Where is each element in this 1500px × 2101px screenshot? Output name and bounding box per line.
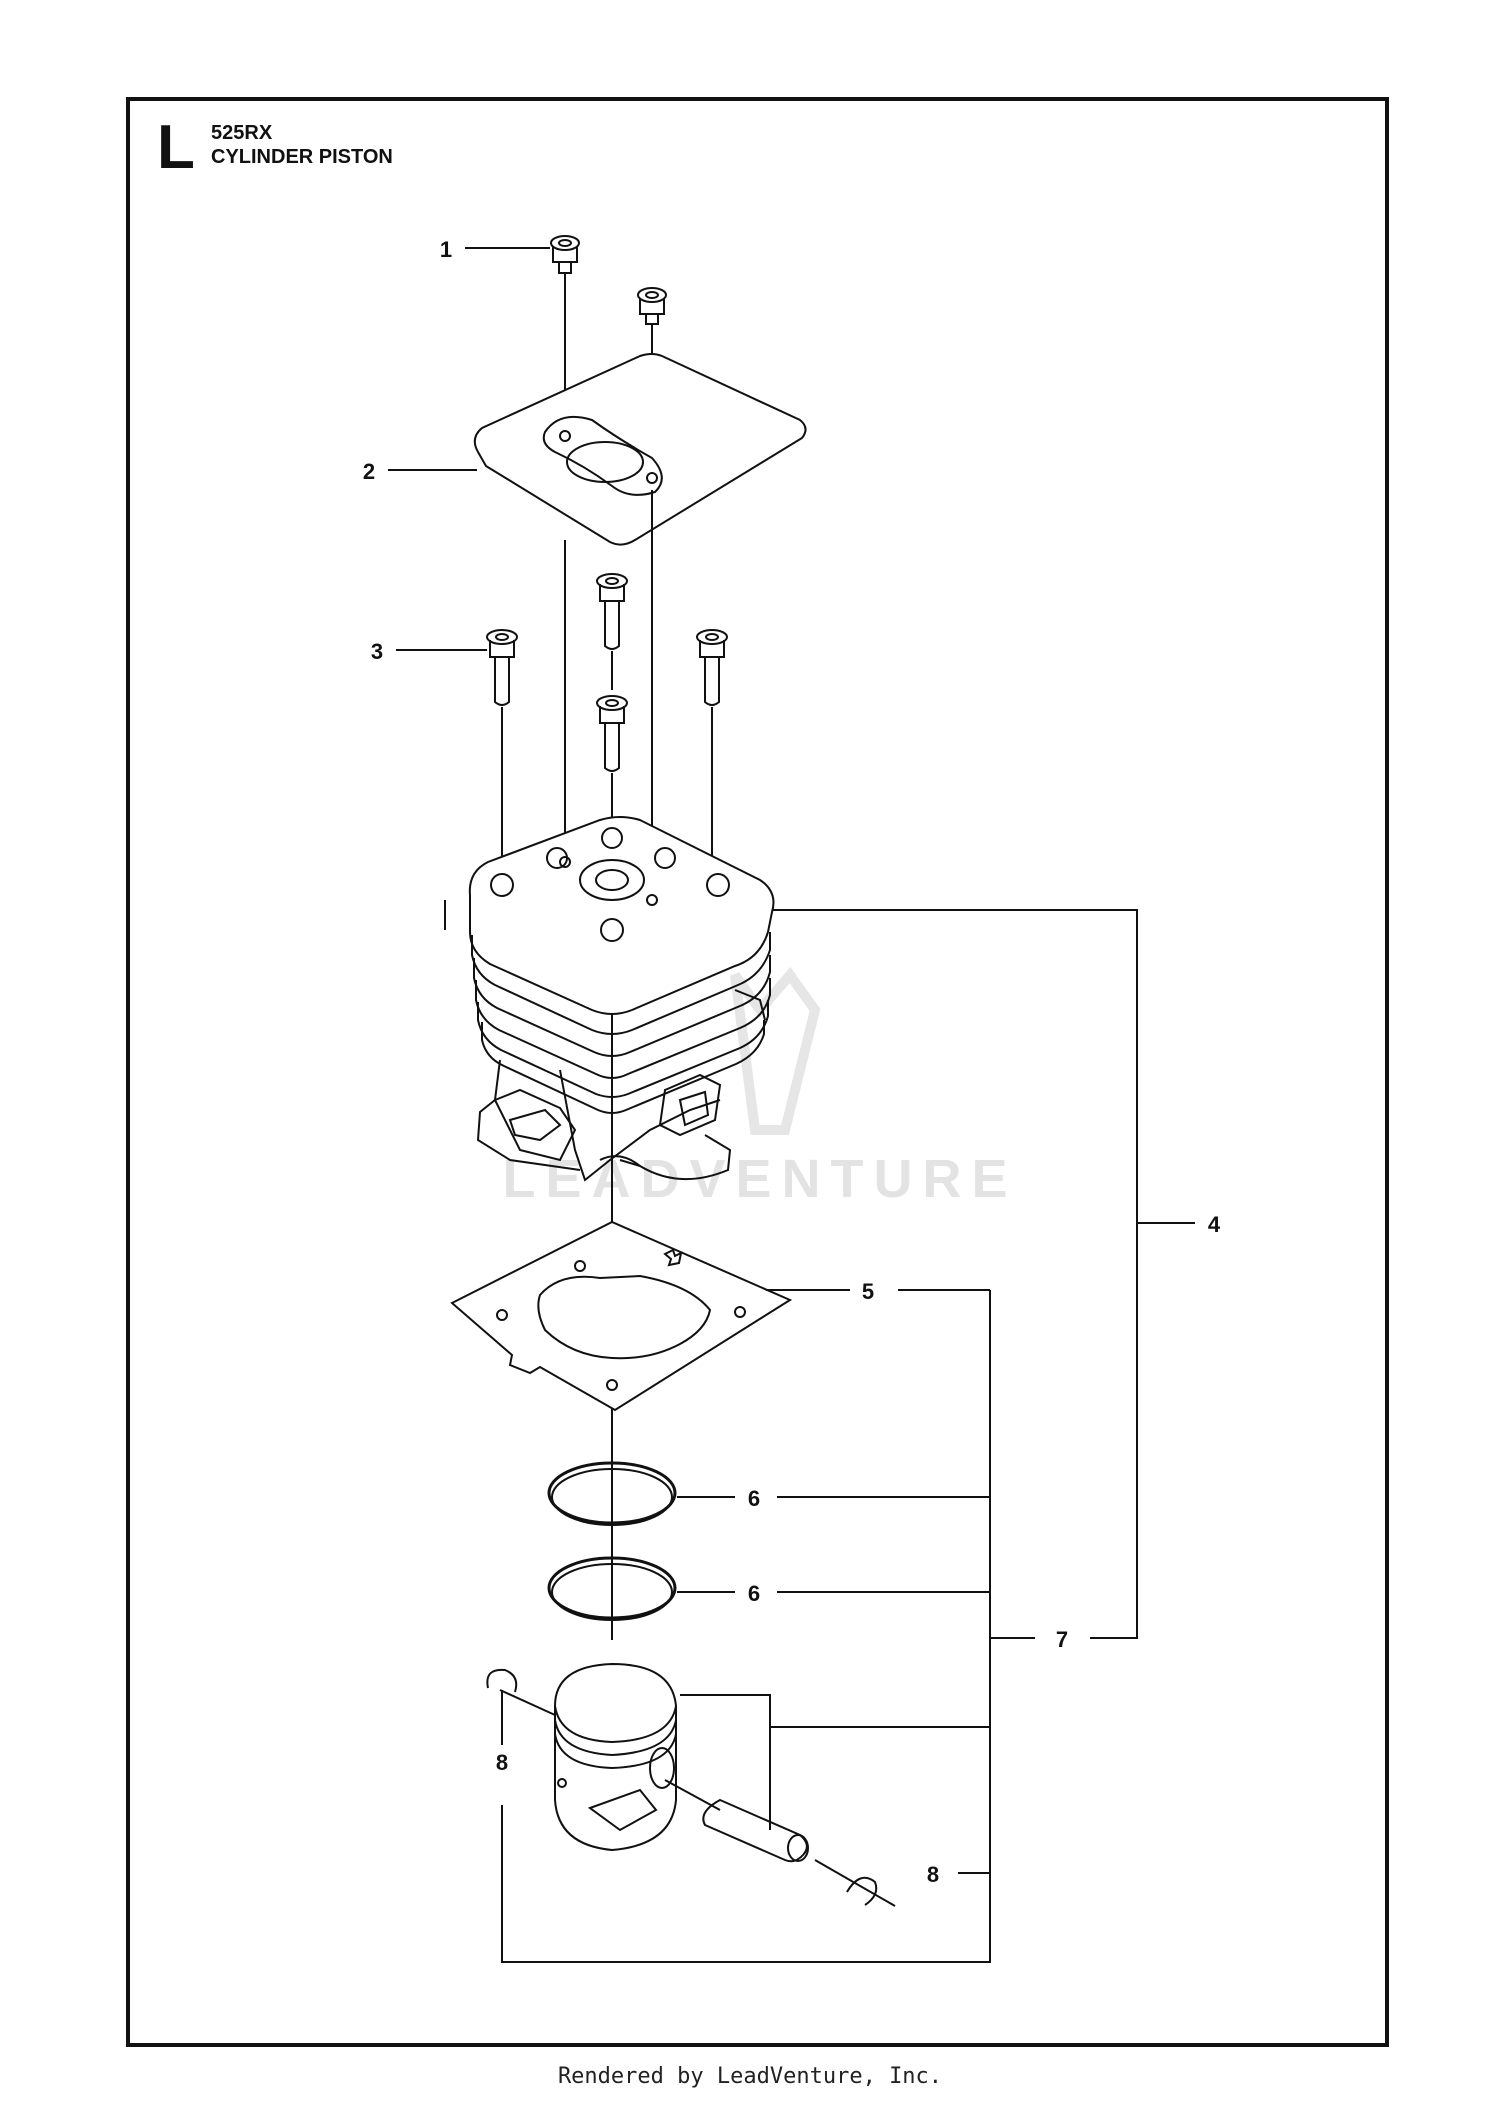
footer-credit: Rendered by LeadVenture, Inc. (557, 2064, 943, 2089)
leader-line-piston (680, 1694, 771, 1830)
callout-6-upper: 6 (748, 1486, 760, 1511)
piston-ring-part-6-lower (547, 1556, 677, 1621)
leadventure-watermark: LEADVENTURE (502, 966, 1017, 1209)
piston-pin-part-7 (702, 1798, 809, 1863)
diagram-title: CYLINDER PISTON (211, 146, 393, 168)
model-name: 525RX (211, 122, 273, 144)
cylinder-screw-part-3 (486, 573, 728, 772)
base-gasket-part-5 (450, 1220, 793, 1412)
cylinder-head-gasket-part-2 (473, 353, 807, 546)
piston-part-7 (554, 1662, 677, 1852)
leader-bracket-4 (772, 909, 1138, 1639)
cylinder-assembly-part-4 (444, 816, 775, 1182)
circlip-part-8-left (486, 1668, 518, 1693)
callout-6-lower: 6 (748, 1581, 760, 1606)
section-letter: L (157, 113, 195, 182)
diagram-frame (126, 97, 1389, 2047)
screw-part-1 (550, 235, 667, 325)
callout-3: 3 (371, 639, 383, 664)
callout-8-right: 8 (927, 1862, 939, 1887)
callout-4: 4 (1208, 1212, 1221, 1237)
callout-5: 5 (862, 1279, 874, 1304)
circlip-part-8-right (846, 1876, 878, 1906)
callout-8-left: 8 (496, 1750, 508, 1775)
callout-1: 1 (440, 237, 452, 262)
leader-bracket-7 (501, 1290, 991, 1963)
watermark-text: LEADVENTURE (502, 1149, 1017, 1209)
piston-ring-part-6-upper (547, 1461, 677, 1526)
callout-2: 2 (363, 459, 375, 484)
callout-7: 7 (1056, 1627, 1068, 1652)
